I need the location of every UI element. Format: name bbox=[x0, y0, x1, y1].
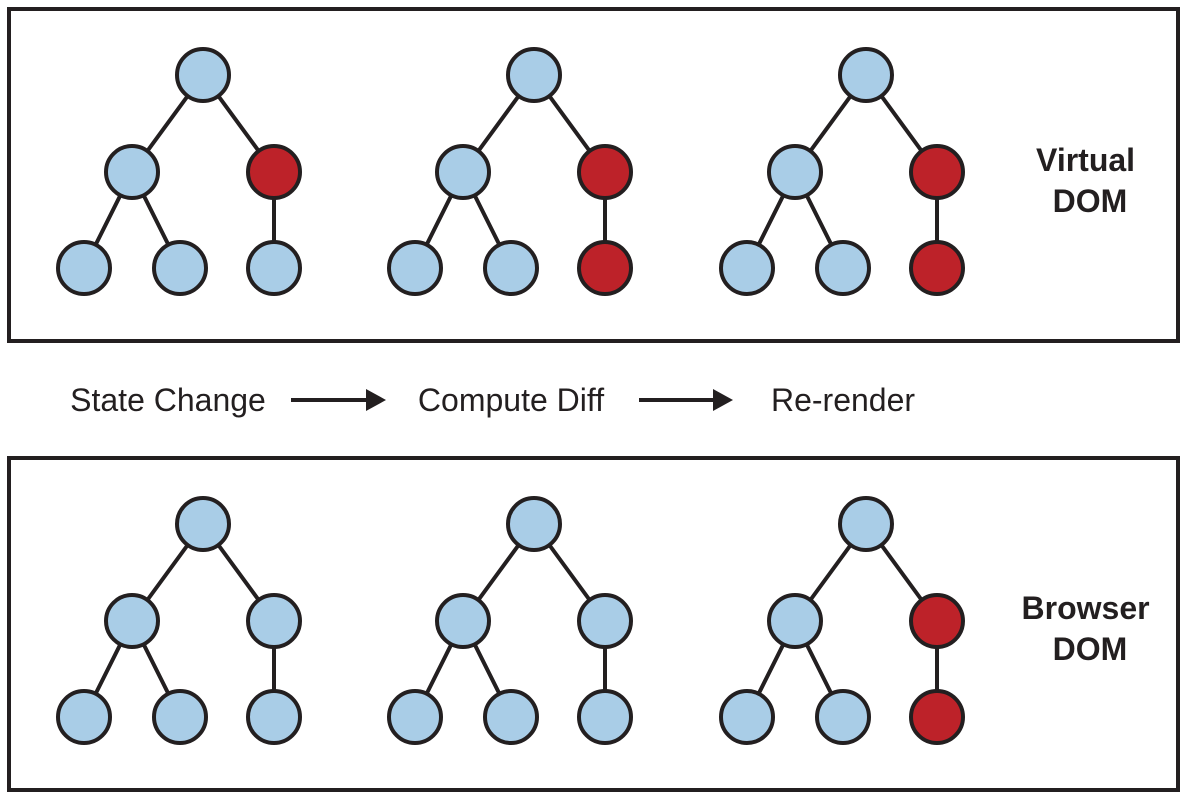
virtual-dom-label: Virtual DOM bbox=[1036, 142, 1144, 219]
step-re-render: Re-render bbox=[771, 382, 915, 418]
tree-node-left-child bbox=[435, 144, 491, 200]
virtual-dom-label-line-1: Virtual bbox=[1036, 142, 1135, 178]
tree-node-left-child bbox=[435, 593, 491, 649]
virtual-dom-label-line-2: DOM bbox=[1053, 183, 1128, 219]
tree-node-left-right-leaf bbox=[815, 689, 871, 745]
tree-node-left-right-leaf bbox=[815, 240, 871, 296]
arrow-icon bbox=[639, 389, 733, 411]
tree-node-right-leaf bbox=[246, 689, 302, 745]
tree-node-left-left-leaf bbox=[56, 240, 112, 296]
browser-tree-3 bbox=[719, 496, 965, 745]
tree-node-root bbox=[175, 496, 231, 552]
step-state-change: State Change bbox=[70, 382, 266, 418]
tree-node-left-child bbox=[104, 144, 160, 200]
browser-dom-label: Browser DOM bbox=[1022, 590, 1159, 667]
tree-node-right-leaf bbox=[246, 240, 302, 296]
tree-node-root bbox=[838, 496, 894, 552]
tree-node-root bbox=[175, 47, 231, 103]
tree-node-left-child bbox=[104, 593, 160, 649]
tree-node-left-right-leaf bbox=[152, 240, 208, 296]
tree-node-left-left-leaf bbox=[719, 240, 775, 296]
tree-node-right-child-changed bbox=[909, 144, 965, 200]
tree-node-right-leaf-changed bbox=[909, 240, 965, 296]
tree-node-right-leaf-changed bbox=[909, 689, 965, 745]
tree-node-left-left-leaf bbox=[719, 689, 775, 745]
browser-tree-2 bbox=[387, 496, 633, 745]
tree-node-root bbox=[838, 47, 894, 103]
browser-dom-panel: Browser DOM bbox=[7, 456, 1180, 792]
tree-node-right-child-changed bbox=[909, 593, 965, 649]
tree-node-right-child-changed bbox=[577, 144, 633, 200]
tree-node-right-leaf bbox=[577, 689, 633, 745]
browser-dom-label-line-1: Browser bbox=[1022, 590, 1150, 626]
tree-node-left-right-leaf bbox=[483, 689, 539, 745]
browser-dom-label-line-2: DOM bbox=[1053, 631, 1128, 667]
process-steps: State Change Compute Diff Re-render bbox=[70, 382, 915, 418]
browser-tree-1 bbox=[56, 496, 302, 745]
tree-node-left-right-leaf bbox=[152, 689, 208, 745]
virtual-dom-panel: Virtual DOM bbox=[7, 7, 1180, 343]
step-compute-diff: Compute Diff bbox=[418, 382, 604, 418]
tree-node-left-right-leaf bbox=[483, 240, 539, 296]
tree-node-left-child bbox=[767, 593, 823, 649]
virtual-dom-trees bbox=[56, 47, 965, 296]
browser-dom-trees bbox=[56, 496, 965, 745]
tree-node-root bbox=[506, 47, 562, 103]
virtual-tree-2 bbox=[387, 47, 633, 296]
tree-node-left-left-leaf bbox=[387, 240, 443, 296]
tree-node-right-leaf-changed bbox=[577, 240, 633, 296]
tree-node-right-child-changed bbox=[246, 144, 302, 200]
virtual-tree-1 bbox=[56, 47, 302, 296]
tree-node-left-child bbox=[767, 144, 823, 200]
tree-node-left-left-leaf bbox=[387, 689, 443, 745]
tree-node-right-child bbox=[246, 593, 302, 649]
tree-node-left-left-leaf bbox=[56, 689, 112, 745]
arrow-icon bbox=[291, 389, 386, 411]
tree-node-root bbox=[506, 496, 562, 552]
tree-node-right-child bbox=[577, 593, 633, 649]
virtual-tree-3 bbox=[719, 47, 965, 296]
